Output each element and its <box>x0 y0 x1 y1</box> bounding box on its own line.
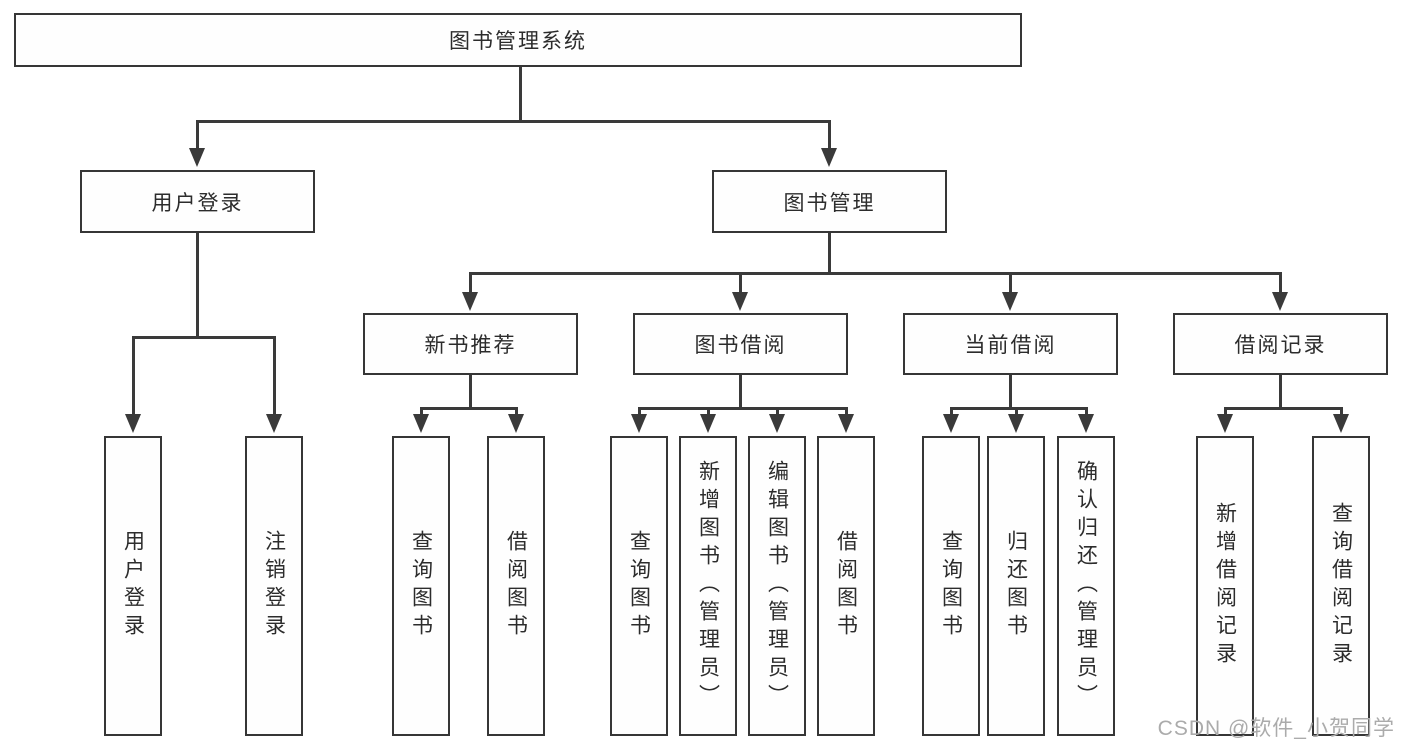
connector-drop <box>739 272 742 294</box>
connector-drop <box>845 407 848 416</box>
connector-drop <box>1009 272 1012 294</box>
connector-branch <box>469 272 1282 275</box>
connector-drop <box>950 407 953 416</box>
leaf-add-borrow-record: 新增借阅记录 <box>1196 436 1254 736</box>
arrowhead-icon <box>266 414 282 433</box>
node-new-book-recommend-label: 新书推荐 <box>424 334 517 357</box>
arrowhead-icon <box>821 148 837 167</box>
node-book-borrow: 图书借阅 <box>633 313 848 375</box>
arrowhead-icon <box>700 414 716 433</box>
arrowhead-icon <box>1002 292 1018 311</box>
leaf-logout: 注销登录 <box>245 436 303 736</box>
connector-drop <box>196 120 199 150</box>
leaf-borrow-books-recommend-label: 借阅图书 <box>504 530 528 642</box>
connector-stem <box>469 375 472 410</box>
leaf-add-books-admin: 新增图书（管理员） <box>679 436 737 736</box>
node-root: 图书管理系统 <box>14 13 1022 67</box>
connector-drop <box>132 336 135 416</box>
node-current-borrow: 当前借阅 <box>903 313 1118 375</box>
arrowhead-icon <box>1217 414 1233 433</box>
arrowhead-icon <box>189 148 205 167</box>
arrowhead-icon <box>1333 414 1349 433</box>
leaf-user-login-label: 用户登录 <box>121 530 145 642</box>
leaf-borrow-books-recommend: 借阅图书 <box>487 436 545 736</box>
arrowhead-icon <box>631 414 647 433</box>
connector-stem <box>739 375 742 410</box>
connector-drop <box>1340 407 1343 416</box>
leaf-return-books: 归还图书 <box>987 436 1045 736</box>
connector-drop <box>515 407 518 416</box>
leaf-query-borrow-record-label: 查询借阅记录 <box>1329 502 1353 670</box>
leaf-add-books-admin-label: 新增图书（管理员） <box>696 460 720 712</box>
connector-drop <box>638 407 641 416</box>
arrowhead-icon <box>462 292 478 311</box>
leaf-borrow-books-label: 借阅图书 <box>834 530 858 642</box>
connector-drop <box>776 407 779 416</box>
leaf-query-borrow-record: 查询借阅记录 <box>1312 436 1370 736</box>
arrowhead-icon <box>1008 414 1024 433</box>
node-user-login: 用户登录 <box>80 170 315 233</box>
connector-drop <box>273 336 276 416</box>
node-current-borrow-label: 当前借阅 <box>964 334 1057 357</box>
leaf-confirm-return-admin: 确认归还（管理员） <box>1057 436 1115 736</box>
leaf-edit-books-admin-label: 编辑图书（管理员） <box>765 460 789 712</box>
node-new-book-recommend: 新书推荐 <box>363 313 578 375</box>
leaf-return-books-label: 归还图书 <box>1004 530 1028 642</box>
connector-drop <box>1224 407 1227 416</box>
connector-drop <box>1015 407 1018 416</box>
connector-branch <box>196 120 831 123</box>
connector-branch <box>132 336 276 339</box>
leaf-logout-label: 注销登录 <box>262 530 286 642</box>
node-root-label: 图书管理系统 <box>449 30 587 53</box>
leaf-query-books-recommend: 查询图书 <box>392 436 450 736</box>
connector-drop <box>707 407 710 416</box>
connector-branch <box>1224 407 1343 410</box>
connector-stem <box>519 67 522 123</box>
connector-stem <box>196 233 199 339</box>
node-book-borrow-label: 图书借阅 <box>694 334 787 357</box>
arrowhead-icon <box>732 292 748 311</box>
connector-drop <box>1279 272 1282 294</box>
connector-drop <box>420 407 423 416</box>
leaf-user-login: 用户登录 <box>104 436 162 736</box>
node-book-management: 图书管理 <box>712 170 947 233</box>
connector-stem <box>828 233 831 275</box>
connector-stem <box>1009 375 1012 410</box>
node-borrow-records-label: 借阅记录 <box>1234 334 1327 357</box>
arrowhead-icon <box>1272 292 1288 311</box>
arrowhead-icon <box>943 414 959 433</box>
leaf-query-books-current: 查询图书 <box>922 436 980 736</box>
leaf-borrow-books: 借阅图书 <box>817 436 875 736</box>
arrowhead-icon <box>413 414 429 433</box>
leaf-query-books-current-label: 查询图书 <box>939 530 963 642</box>
connector-branch <box>420 407 518 410</box>
connector-stem <box>1279 375 1282 410</box>
arrowhead-icon <box>769 414 785 433</box>
connector-drop <box>469 272 472 294</box>
leaf-query-books-borrow: 查询图书 <box>610 436 668 736</box>
arrowhead-icon <box>508 414 524 433</box>
node-borrow-records: 借阅记录 <box>1173 313 1388 375</box>
connector-branch <box>950 407 1088 410</box>
node-book-management-label: 图书管理 <box>783 191 876 215</box>
connector-drop <box>828 120 831 150</box>
leaf-edit-books-admin: 编辑图书（管理员） <box>748 436 806 736</box>
arrowhead-icon <box>125 414 141 433</box>
connector-branch <box>638 407 848 410</box>
arrowhead-icon <box>838 414 854 433</box>
node-user-login-label: 用户登录 <box>151 191 244 215</box>
leaf-add-borrow-record-label: 新增借阅记录 <box>1213 502 1237 670</box>
connector-drop <box>1085 407 1088 416</box>
arrowhead-icon <box>1078 414 1094 433</box>
leaf-query-books-recommend-label: 查询图书 <box>409 530 433 642</box>
watermark: CSDN @软件_小贺同学 <box>1157 717 1395 740</box>
leaf-confirm-return-admin-label: 确认归还（管理员） <box>1074 460 1098 712</box>
leaf-query-books-borrow-label: 查询图书 <box>627 530 651 642</box>
